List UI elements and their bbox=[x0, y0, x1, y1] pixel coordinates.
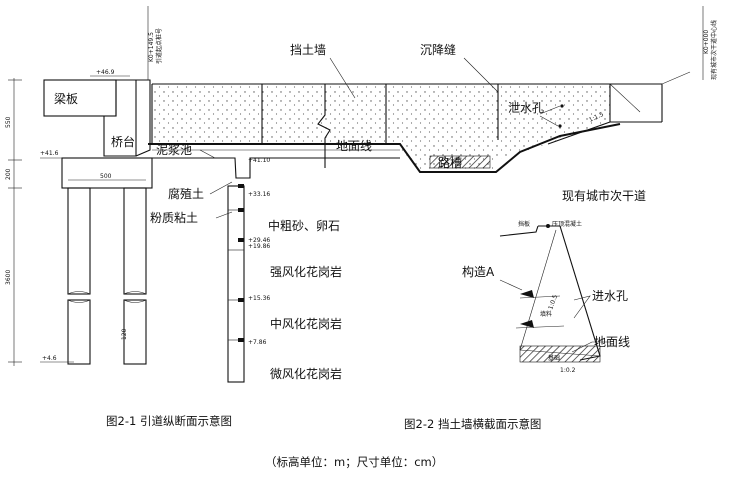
borehole-elev-3: +29.46 bbox=[248, 237, 270, 244]
caption-units: （标高单位：m；尺寸单位：cm） bbox=[265, 455, 443, 469]
borehole bbox=[227, 184, 245, 383]
silty-clay-label: 粉质粘土 bbox=[150, 210, 198, 225]
ground-line-label: 地面线 bbox=[336, 139, 372, 153]
slight-weathered-label: 微风化花岗岩 bbox=[270, 366, 342, 381]
base-label: 基础 bbox=[548, 354, 560, 362]
dim-550-label: 550 bbox=[5, 116, 12, 128]
borehole-elev-2: +33.16 bbox=[248, 191, 270, 198]
station-left-number: K0+149.5 bbox=[148, 32, 155, 62]
abutment-wing bbox=[135, 79, 151, 157]
cross-ground-line-label: 地面线 bbox=[594, 335, 630, 349]
dim-200-label: 200 bbox=[5, 168, 12, 180]
caption-fig1: 图2-1 引道纵断面示意图 bbox=[106, 414, 232, 428]
cross-slope-label: 1:0.5 bbox=[547, 294, 559, 311]
beam-slab-label: 梁板 bbox=[54, 91, 78, 106]
cross-top-label-2: 压顶混凝土 bbox=[552, 220, 582, 228]
cross-section bbox=[499, 224, 610, 363]
borehole-elev-5: +15.36 bbox=[248, 295, 270, 302]
road-bed-label: 路槽 bbox=[438, 155, 462, 170]
filler-label: 填料 bbox=[540, 310, 552, 318]
dim-3600-label: 3600 bbox=[5, 270, 12, 285]
humus-soil-label: 腐殖土 bbox=[168, 186, 204, 201]
ground-line bbox=[150, 157, 400, 179]
arterial-road-label: 现有城市次干道 bbox=[562, 188, 646, 203]
fill-body bbox=[152, 84, 610, 170]
cross-top-label-1: 挡板 bbox=[518, 220, 530, 228]
caption-fig2: 图2-2 挡土墙横截面示意图 bbox=[404, 417, 541, 431]
inlet-hole-label: 进水孔 bbox=[592, 289, 628, 303]
dim-120-label: 120 bbox=[121, 328, 128, 340]
borehole-elev-1: +41.10 bbox=[248, 157, 270, 164]
strong-weathered-label: 强风化花岗岩 bbox=[270, 264, 342, 279]
right-end-slope bbox=[547, 84, 663, 145]
elev-mid-label: +41.6 bbox=[40, 150, 59, 157]
medium-coarse-sand-label: 中粗砂、卵石 bbox=[268, 218, 340, 233]
road-bed-hatch bbox=[429, 155, 491, 169]
piles bbox=[67, 187, 147, 365]
borehole-elev-4: +19.86 bbox=[248, 243, 270, 250]
elev-top-label: +46.9 bbox=[96, 69, 115, 76]
settlement-joint-label: 沉降缝 bbox=[420, 42, 456, 57]
base-slope-label: 1:0.2 bbox=[560, 367, 576, 374]
station-left-desc: 引道起点桩号 bbox=[155, 28, 163, 64]
road-surface bbox=[148, 123, 621, 173]
retaining-wall-label: 挡土墙 bbox=[290, 43, 326, 57]
station-right-number: K0+000 bbox=[703, 30, 710, 54]
medium-weathered-label: 中风化花岗岩 bbox=[270, 316, 342, 331]
borehole-elev-6: +7.86 bbox=[248, 339, 267, 346]
abutment-label: 桥台 bbox=[111, 134, 135, 149]
structure-a-label: 构造A bbox=[462, 264, 495, 279]
left-dimension-chain bbox=[8, 78, 22, 366]
weep-hole-label: 泄水孔 bbox=[508, 101, 544, 115]
mud-pit-label: 泥浆池 bbox=[156, 142, 192, 157]
dim-500-label: 500 bbox=[100, 173, 112, 180]
elev-bottom-label: +4.6 bbox=[42, 355, 57, 362]
pile-cap bbox=[61, 157, 153, 189]
station-right-desc: 现有城市次干道中心线 bbox=[710, 20, 718, 80]
